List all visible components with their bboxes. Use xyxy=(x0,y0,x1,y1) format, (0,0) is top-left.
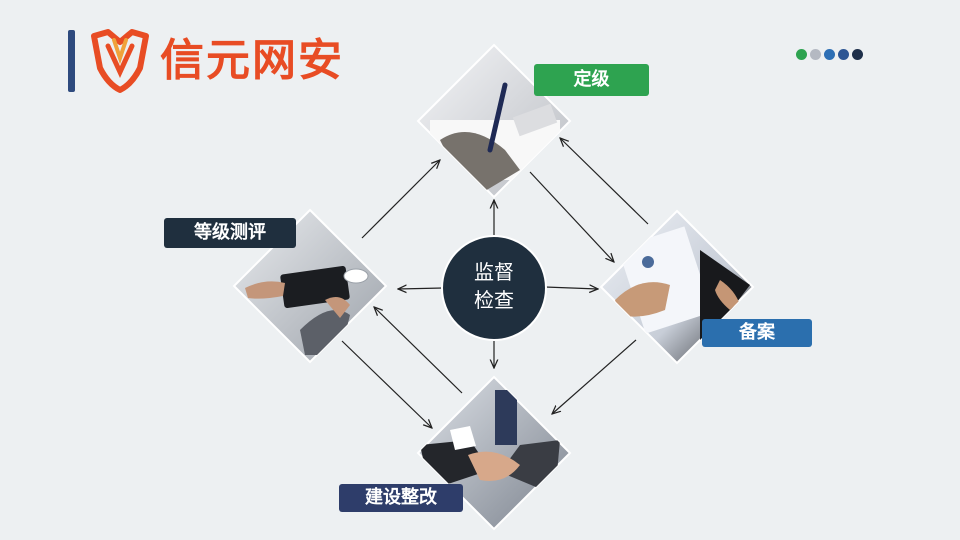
arrow-left-to-top xyxy=(361,160,440,239)
dot xyxy=(796,49,807,60)
accent-bar xyxy=(68,30,75,92)
center-circle xyxy=(441,235,547,341)
center-text-line1: 监督 xyxy=(474,260,514,284)
center-text-line2: 检查 xyxy=(474,288,514,312)
label-bottom: 建设整改 xyxy=(339,484,463,512)
arrow-top-to-right xyxy=(529,171,614,262)
label-right: 备案 xyxy=(702,319,812,347)
arrow-right-to-bottom xyxy=(552,339,637,414)
diamond-image-left xyxy=(232,208,388,364)
brand-name: 信元网安 xyxy=(160,35,344,86)
arrows xyxy=(341,138,649,428)
arrow-bottom-to-left xyxy=(374,307,463,394)
pagination-dots xyxy=(796,49,863,60)
shield-logo-icon xyxy=(91,29,149,93)
dot xyxy=(824,49,835,60)
arrow-left-to-bottom xyxy=(341,340,432,428)
logo: 信元网安 xyxy=(88,28,358,94)
dot xyxy=(852,49,863,60)
dot xyxy=(810,49,821,60)
dot xyxy=(838,49,849,60)
arrow-right-to-top xyxy=(560,138,649,225)
arrow-center-to-right xyxy=(544,287,598,289)
label-top: 定级 xyxy=(534,64,649,96)
arrow-center-to-left xyxy=(398,288,444,289)
label-left: 等级测评 xyxy=(164,218,296,248)
